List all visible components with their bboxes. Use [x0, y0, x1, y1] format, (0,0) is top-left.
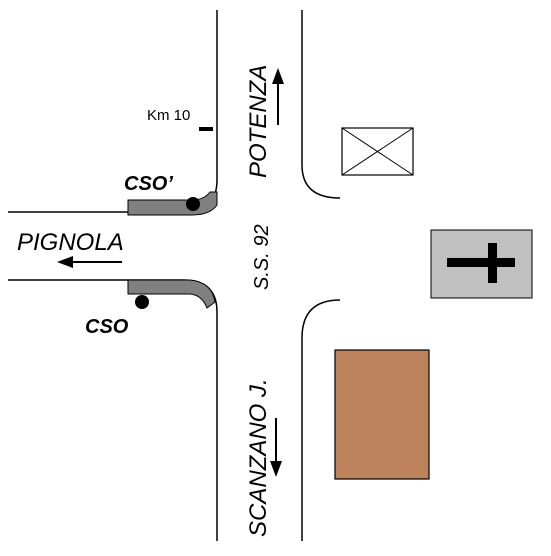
label-highway: S.S. 92 [251, 224, 273, 290]
cso-bar [127, 279, 216, 309]
label-scanzano: SCANZANO J. [245, 378, 272, 537]
label-km-marker: Km 10 [147, 107, 190, 124]
arrow-left-icon [57, 256, 122, 268]
cross-icon [447, 243, 515, 283]
cso-dot [135, 295, 149, 309]
church-sign [430, 229, 533, 299]
arrow-down-icon [270, 418, 282, 477]
label-pignola: PIGNOLA [17, 229, 124, 256]
label-cso: CSO [85, 316, 129, 338]
road-edge-upper-right [301, 10, 341, 199]
road-edges [8, 10, 341, 541]
crossed-square-icon [341, 127, 414, 176]
building [334, 349, 430, 480]
label-cso-prime: CSO’ [124, 173, 173, 195]
arrow-up-icon [272, 68, 284, 125]
km-marker-tick [199, 127, 213, 131]
cso-prime-bar [127, 191, 218, 216]
cso-prime-dot [186, 197, 200, 211]
road-edge-lower-right [301, 299, 341, 541]
label-potenza: POTENZA [245, 65, 272, 178]
